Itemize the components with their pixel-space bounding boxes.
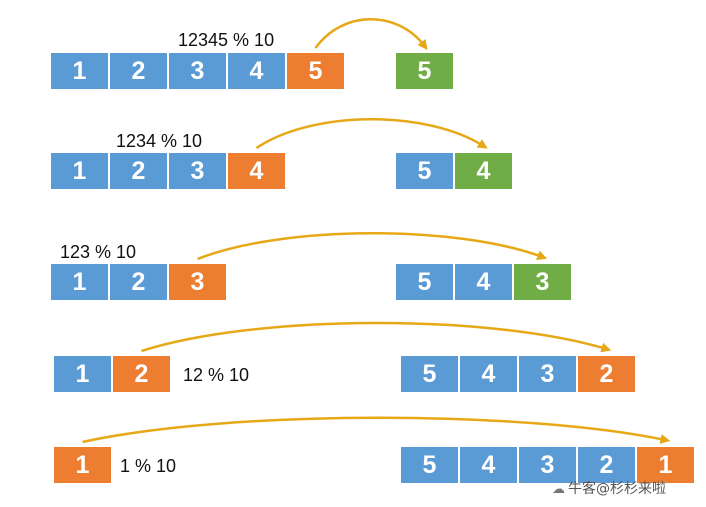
modulo-label: 12 % 10 [183, 365, 250, 385]
result-digit-cell: 2 [577, 355, 636, 393]
modulo-label: 1 % 10 [120, 456, 177, 476]
watermark: ☁牛客@杉杉来啦 [552, 478, 666, 498]
result-digit-cell: 5 [395, 263, 454, 301]
transfer-arrow [197, 232, 548, 261]
watermark-text: 牛客@杉杉来啦 [568, 481, 666, 497]
modulo-label: 1234 % 10 [116, 131, 203, 151]
result-digit-cell: 4 [459, 355, 518, 393]
result-digit-cell: 3 [518, 355, 577, 393]
cloud-icon: ☁ [552, 482, 565, 497]
result-digit-cell: 3 [518, 446, 577, 484]
transfer-arrow [255, 118, 488, 150]
result-digit-cell: 2 [577, 446, 636, 484]
result-digit-cell: 5 [395, 52, 454, 90]
source-digit-cell: 1 [50, 263, 109, 301]
modulo-label: 12345 % 10 [178, 30, 275, 50]
result-digit-cell: 5 [400, 446, 459, 484]
source-digit-cell: 2 [109, 263, 168, 301]
result-digit-cell: 4 [454, 263, 513, 301]
source-digit-cell: 5 [286, 52, 345, 90]
source-digit-cell: 1 [53, 446, 112, 484]
transfer-arrow [82, 416, 671, 444]
transfer-arrow [314, 18, 428, 50]
source-digit-cell: 1 [53, 355, 112, 393]
source-digit-cell: 2 [109, 52, 168, 90]
result-digit-cell: 5 [395, 152, 454, 190]
modulo-label: 123 % 10 [60, 242, 137, 262]
result-digit-cell: 4 [459, 446, 518, 484]
source-digit-cell: 4 [227, 52, 286, 90]
source-digit-cell: 4 [227, 152, 286, 190]
source-digit-cell: 3 [168, 52, 227, 90]
result-digit-cell: 4 [454, 152, 513, 190]
result-digit-cell: 5 [400, 355, 459, 393]
source-digit-cell: 1 [50, 52, 109, 90]
source-digit-cell: 3 [168, 263, 227, 301]
source-digit-cell: 2 [109, 152, 168, 190]
source-digit-cell: 3 [168, 152, 227, 190]
transfer-arrow [141, 321, 612, 353]
result-digit-cell: 3 [513, 263, 572, 301]
source-digit-cell: 1 [50, 152, 109, 190]
source-digit-cell: 2 [112, 355, 171, 393]
result-digit-cell: 1 [636, 446, 695, 484]
